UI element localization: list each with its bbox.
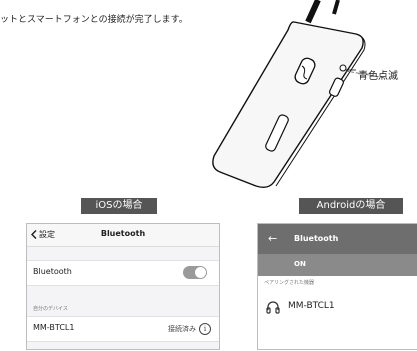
ios-back-button[interactable]: 設定 [31,229,55,240]
paired-devices-header: ペアリングされた機器 [264,280,315,286]
ios-back-label: 設定 [39,230,55,239]
info-icon[interactable]: i [199,323,211,335]
headphones-icon [266,301,280,314]
chevron-left-icon [31,230,37,239]
ios-navigation-bar: 設定 Bluetooth [27,224,219,247]
toggle-knob [195,267,206,278]
ios-section-label: iOSの場合 [81,198,157,214]
android-device-name: MM-BTCL1 [288,301,335,311]
blue-blink-callout: 青色点滅 [358,71,398,82]
android-on-label: ON [294,260,306,268]
android-device-row[interactable]: MM-BTCL1 [258,293,417,321]
android-bluetooth-switch-row[interactable]: ON [258,254,417,276]
ios-bluetooth-label: Bluetooth [33,267,72,276]
android-title: Bluetooth [294,234,339,243]
headset-receiver-illustration [212,0,387,189]
instruction-text: ットとスマートフォンとの接続が完了します。 [0,15,188,25]
bluetooth-toggle[interactable] [183,266,207,279]
arrow-left-icon[interactable]: ← [268,232,278,245]
android-section-label: Androidの場合 [299,198,403,214]
ios-bluetooth-toggle-row: Bluetooth [27,260,219,286]
android-bluetooth-screen: ← Bluetooth ON ペアリングされた機器 MM-BTCL1 [257,223,417,350]
ios-device-row[interactable]: MM-BTCL1 接続済み i [27,316,219,342]
android-app-bar: ← Bluetooth [258,224,417,254]
connected-status-label: 接続済み [168,325,196,333]
ios-device-status: 接続済み i [168,323,211,335]
my-devices-header: 自分のデバイス [33,306,68,312]
ios-nav-title: Bluetooth [100,229,146,238]
ios-bluetooth-screen: 設定 Bluetooth Bluetooth 自分のデバイス MM-BTCL1 … [26,223,220,350]
ios-device-name: MM-BTCL1 [33,323,75,332]
